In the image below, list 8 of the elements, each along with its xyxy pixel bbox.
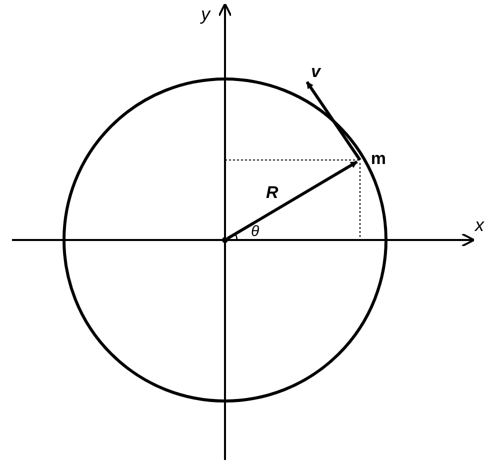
vector-arrow — [226, 160, 358, 240]
axis-label: v — [311, 63, 320, 80]
origin-point — [222, 237, 228, 243]
edge-label: R — [266, 184, 278, 201]
axis-label: x — [475, 216, 484, 234]
axis-label: y — [201, 5, 210, 23]
axis-label: θ — [251, 224, 260, 239]
mass-label: m — [370, 150, 386, 166]
